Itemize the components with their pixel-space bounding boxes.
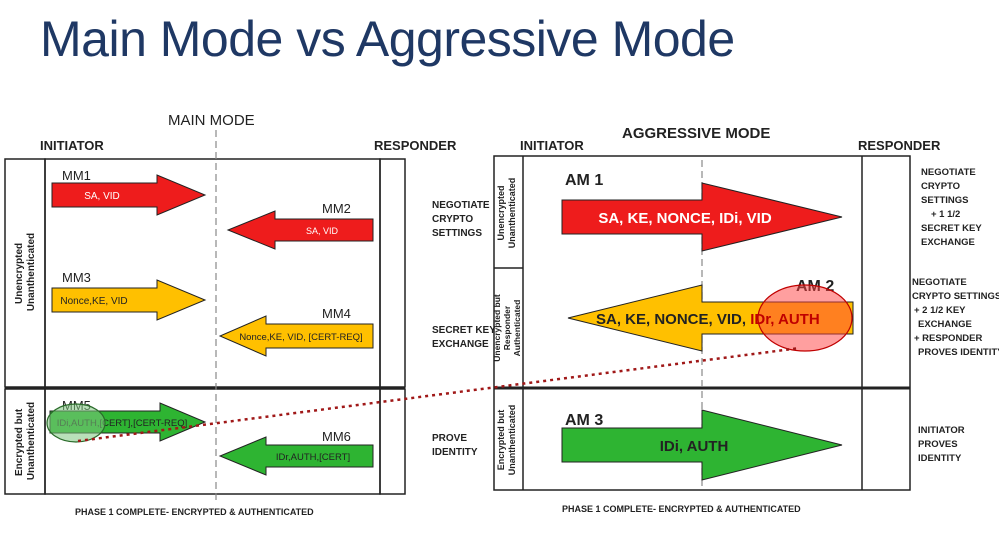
aggr-outer-box [493, 155, 911, 491]
mm3-label: MM3 [62, 270, 91, 285]
aggr-band3-label: Encrypted butUnanthenticated [496, 405, 517, 476]
mm2-text: SA, VID [306, 226, 339, 236]
main-responder-bottom-box [379, 388, 406, 495]
main-band-top-line1: Unencrypted [14, 243, 25, 304]
aggr-responder-label: RESPONDER [858, 138, 941, 153]
mm2-label: MM2 [322, 201, 351, 216]
mm6-arrow [218, 436, 374, 476]
main-band-top-label: Unencrypted Unanthenticated [14, 233, 37, 311]
am1-label: AM 1 [565, 172, 603, 189]
mm4-label: MM4 [322, 306, 351, 321]
am3-arrow [561, 409, 843, 481]
am2-text-highlight: IDr, AUTH [750, 311, 819, 328]
mm2-arrow [226, 210, 374, 250]
aggr-footer: PHASE 1 COMPLETE- ENCRYPTED & AUTHENTICA… [562, 504, 801, 514]
mm4-arrow [218, 315, 374, 357]
am2-text: SA, KE, NONCE, VID, IDr, AUTH [596, 311, 820, 328]
aggr-initiator-label: INITIATOR [520, 138, 584, 153]
main-band-bottom-box [4, 388, 46, 495]
page-title: Main Mode vs Aggressive Mode [40, 11, 735, 67]
mm1-arrow [51, 174, 207, 216]
main-band-top-box [4, 158, 46, 388]
comparison-connector-line [77, 346, 801, 443]
main-mode-header: MAIN MODE [168, 112, 255, 129]
aggr-band2-label: Unencrypted butResponderAuthenticated [492, 294, 522, 362]
main-initiator-label: INITIATOR [40, 138, 104, 153]
am1-text: SA, KE, NONCE, IDi, VID [598, 210, 772, 227]
main-responder-label: RESPONDER [374, 138, 457, 153]
mm5-highlight-ellipse [46, 403, 106, 443]
am1-arrow [561, 182, 843, 252]
mm1-label: MM1 [62, 168, 91, 183]
mm3-text: Nonce,KE, VID [60, 296, 127, 307]
mm5-text: IDi,AUTH,[CERT],[CERT-REQ] [57, 418, 188, 429]
main-band-bottom-line1: Encrypted but [14, 408, 25, 476]
mm6-text: IDr,AUTH,[CERT] [276, 452, 350, 463]
main-responder-top-box [379, 158, 406, 388]
aggr-band1-label: UnencryptedUnanthenticated [496, 178, 517, 249]
mm4-text: Nonce,KE, VID, [CERT-REQ] [239, 332, 362, 343]
mm1-text: SA, VID [84, 191, 120, 202]
aggressive-mode-header: AGGRESSIVE MODE [622, 125, 770, 142]
am2-highlight-ellipse [757, 284, 853, 352]
main-band-bottom-line2: Unanthenticated [26, 402, 37, 480]
am2-text-main: SA, KE, NONCE, VID, [596, 311, 750, 328]
main-band-bottom-label: Encrypted but Unanthenticated [14, 402, 37, 480]
am3-text: IDi, AUTH [660, 438, 729, 455]
am3-label: AM 3 [565, 412, 603, 429]
main-footer: PHASE 1 COMPLETE- ENCRYPTED & AUTHENTICA… [75, 507, 314, 517]
mm3-arrow [51, 279, 207, 321]
main-band-top-line2: Unanthenticated [26, 233, 37, 311]
mm6-label: MM6 [322, 429, 351, 444]
